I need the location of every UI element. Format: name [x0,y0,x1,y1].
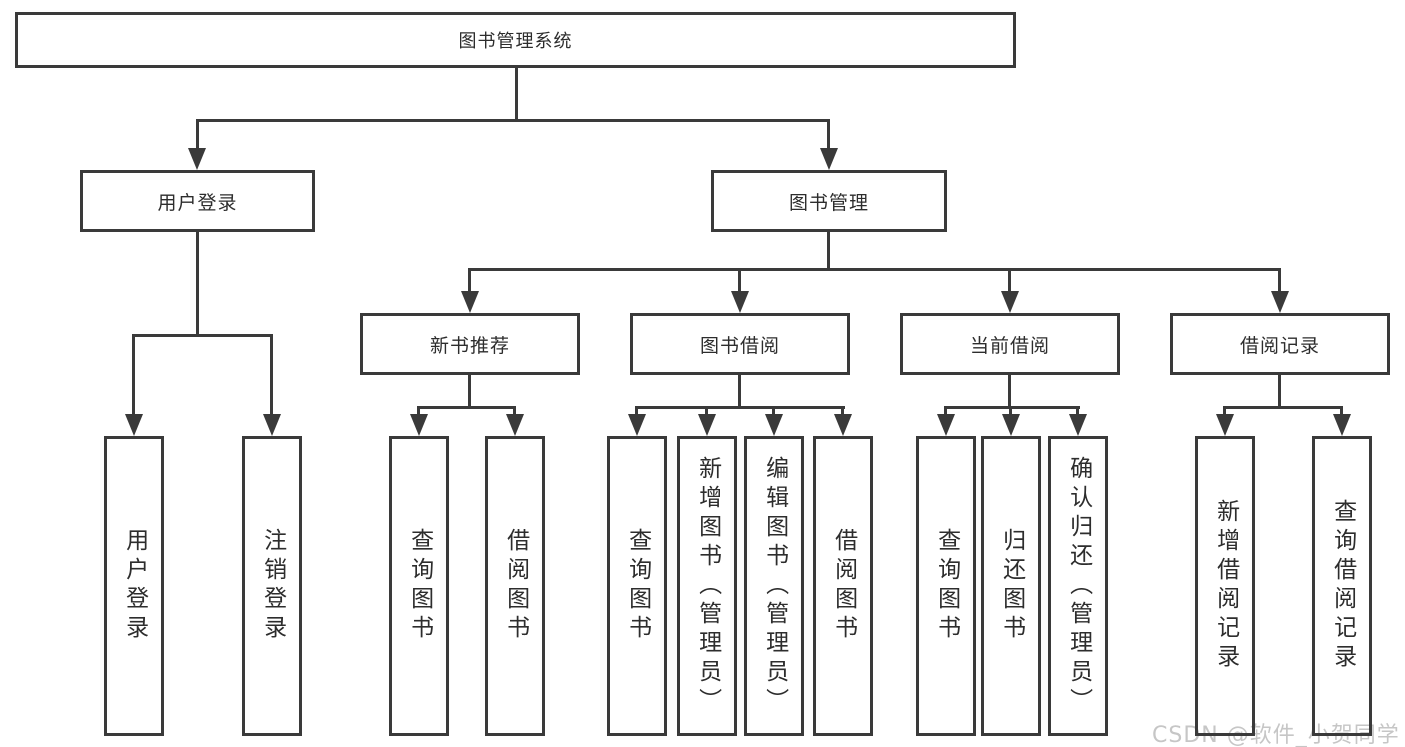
connector-vline [635,406,638,414]
connector-vline [944,406,947,414]
leaf-query-books-borrowing: 查询图书 [607,436,667,736]
leaf-logout-login: 注销登录 [242,436,302,736]
leaf-query-borrow-record: 查询借阅记录 [1312,436,1372,736]
connector-vline [1009,406,1012,414]
leaf-edit-book-admin-label: 编辑图书（管理员） [761,455,788,717]
connector-vline [1008,268,1011,291]
arrowhead-icon [628,414,646,436]
leaf-confirm-return-admin-label: 确认归还（管理员） [1065,455,1092,717]
node-borrowing-records: 借阅记录 [1170,313,1390,375]
connector-vline [513,406,516,414]
arrowhead-icon [125,414,143,436]
leaf-query-books-current-label: 查询图书 [933,528,960,644]
leaf-query-borrow-record-label: 查询借阅记录 [1329,499,1356,673]
leaf-borrow-books-borrowing-label: 借阅图书 [830,528,857,644]
connector-vline [270,334,273,414]
connector-vline [468,268,471,291]
connector-vline [841,406,844,414]
arrowhead-icon [765,414,783,436]
root-node: 图书管理系统 [15,12,1016,68]
arrowhead-icon [461,291,479,313]
connector-hline [417,406,516,409]
connector-hline [944,406,1080,409]
node-book-borrowing-label: 图书借阅 [699,334,780,357]
arrowhead-icon [937,414,955,436]
leaf-query-books-current: 查询图书 [916,436,976,736]
node-new-book-recommendation: 新书推荐 [360,313,580,375]
connector-vline [468,375,471,408]
connector-vline [827,119,830,148]
connector-vline [417,406,420,414]
node-borrowing-records-label: 借阅记录 [1239,334,1320,357]
node-book-management: 图书管理 [711,170,947,232]
connector-vline [738,268,741,291]
leaf-query-books-newbook-label: 查询图书 [406,528,433,644]
leaf-add-book-admin-label: 新增图书（管理员） [694,455,721,717]
node-user-login: 用户登录 [80,170,315,232]
connector-vline [515,68,518,122]
connector-hline [1223,406,1343,409]
arrowhead-icon [188,148,206,170]
connector-vline [196,232,199,335]
connector-vline [827,232,830,270]
arrowhead-icon [1271,291,1289,313]
arrowhead-icon [731,291,749,313]
arrowhead-icon [1069,414,1087,436]
leaf-logout-login-label: 注销登录 [259,528,286,644]
connector-hline [196,119,830,122]
node-user-login-label: 用户登录 [157,191,238,214]
leaf-edit-book-admin: 编辑图书（管理员） [744,436,804,736]
leaf-add-borrow-record-label: 新增借阅记录 [1212,499,1239,673]
arrowhead-icon [1002,414,1020,436]
arrowhead-icon [1216,414,1234,436]
connector-vline [705,406,708,414]
connector-vline [1278,375,1281,408]
arrowhead-icon [698,414,716,436]
arrowhead-icon [834,414,852,436]
connector-vline [1278,268,1281,291]
connector-vline [1008,375,1011,408]
connector-vline [132,334,135,414]
connector-vline [738,375,741,408]
connector-hline [468,268,1281,271]
leaf-query-books-newbook: 查询图书 [389,436,449,736]
leaf-return-books-label: 归还图书 [998,528,1025,644]
connector-vline [772,406,775,414]
leaf-borrow-books-newbook-label: 借阅图书 [502,528,529,644]
connector-vline [196,119,199,148]
leaf-borrow-books-borrowing: 借阅图书 [813,436,873,736]
arrowhead-icon [1333,414,1351,436]
node-book-management-label: 图书管理 [788,191,869,214]
leaf-user-login-label: 用户登录 [121,528,148,644]
arrowhead-icon [410,414,428,436]
arrowhead-icon [1001,291,1019,313]
node-current-borrowing: 当前借阅 [900,313,1120,375]
leaf-user-login: 用户登录 [104,436,164,736]
watermark-text: CSDN @软件_小贺同学 [1152,723,1400,747]
node-new-book-recommendation-label: 新书推荐 [429,334,510,357]
leaf-query-books-borrowing-label: 查询图书 [624,528,651,644]
connector-hline [635,406,845,409]
arrowhead-icon [820,148,838,170]
leaf-borrow-books-newbook: 借阅图书 [485,436,545,736]
connector-vline [1076,406,1079,414]
arrowhead-icon [263,414,281,436]
arrowhead-icon [506,414,524,436]
leaf-add-borrow-record: 新增借阅记录 [1195,436,1255,736]
leaf-confirm-return-admin: 确认归还（管理员） [1048,436,1108,736]
connector-vline [1340,406,1343,414]
node-current-borrowing-label: 当前借阅 [969,334,1050,357]
leaf-return-books: 归还图书 [981,436,1041,736]
connector-vline [1223,406,1226,414]
connector-hline [132,334,273,337]
node-book-borrowing: 图书借阅 [630,313,850,375]
root-node-label: 图书管理系统 [458,31,573,52]
leaf-add-book-admin: 新增图书（管理员） [677,436,737,736]
